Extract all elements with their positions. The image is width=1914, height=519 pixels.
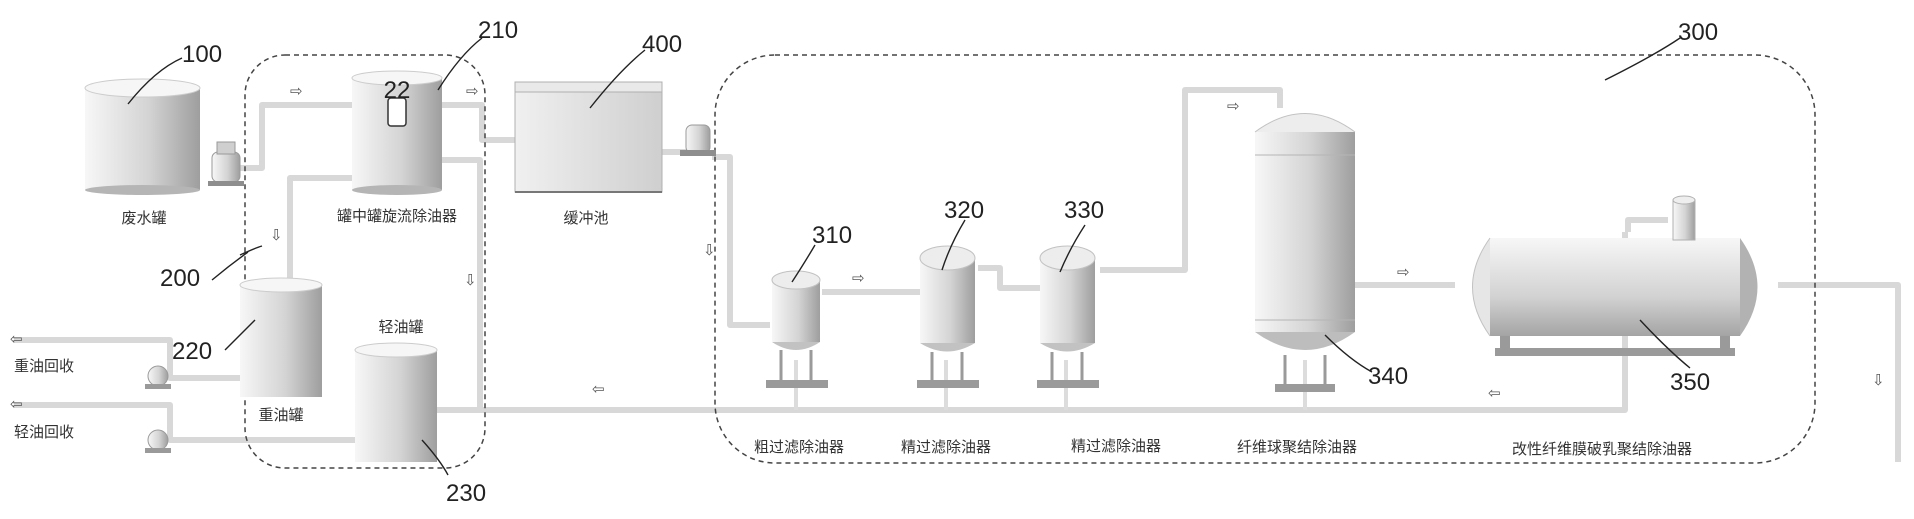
pipe-pump-to-310 xyxy=(712,154,770,328)
pipe-heavy-recovery xyxy=(14,337,240,381)
pipe-350-outlet xyxy=(1778,282,1901,462)
ref-400: 400 xyxy=(642,31,682,58)
pump-icon xyxy=(145,365,171,389)
tank-badge: 22 xyxy=(384,77,411,104)
ref-200: 200 xyxy=(160,265,200,292)
flow-arrow-right: ⇨ xyxy=(1227,97,1240,115)
ref-320: 320 xyxy=(944,197,984,224)
in-tank-cyclone: 22 xyxy=(351,70,443,195)
flow-arrow-left: ⇦ xyxy=(1488,384,1501,402)
system-200-box xyxy=(244,54,486,469)
equipment-labels: 废水罐 罐中罐旋流除油器 缓冲池 重油罐 轻油罐 重油回收 轻油回收 粗过滤除油… xyxy=(14,207,1692,458)
pipe-330-to-340 xyxy=(1100,87,1283,273)
fine-filter-330 xyxy=(1037,245,1099,388)
coarse-filter xyxy=(766,270,828,388)
flow-arrow-left: ⇦ xyxy=(592,380,605,398)
flow-arrow-down: ⇩ xyxy=(464,271,477,289)
ref-300: 300 xyxy=(1678,19,1718,46)
pipe-return-line xyxy=(437,232,1628,413)
leader-lines xyxy=(127,37,1691,476)
light-oil-tank xyxy=(354,342,438,462)
label-light-oil-tank: 轻油罐 xyxy=(378,318,423,336)
reference-numbers: 100 210 400 300 200 220 230 310 320 330 … xyxy=(160,17,1718,507)
flow-arrows: ⇨ ⇨ ⇩ ⇩ ⇩ ⇨ ⇨ ⇨ ⇦ ⇦ ⇩ ⇦ ⇦ xyxy=(10,82,1885,413)
modified-fiber-coalescer xyxy=(1472,195,1758,356)
pump-icon xyxy=(208,141,244,186)
flow-arrow-left: ⇦ xyxy=(10,330,23,348)
label-coarse-filter: 粗过滤除油器 xyxy=(754,438,844,456)
label-fine-filter-320: 精过滤除油器 xyxy=(901,438,991,456)
flow-arrow-right: ⇨ xyxy=(852,269,865,287)
heavy-oil-tank xyxy=(239,277,323,397)
ref-330: 330 xyxy=(1064,197,1104,224)
label-fine-filter-330: 精过滤除油器 xyxy=(1071,437,1161,455)
ref-350: 350 xyxy=(1670,369,1710,396)
ref-310: 310 xyxy=(812,222,852,249)
ref-220: 220 xyxy=(172,338,212,365)
pipe-light-recovery xyxy=(14,402,355,443)
pump-icon xyxy=(680,124,716,156)
label-modified-fiber: 改性纤维膜破乳聚结除油器 xyxy=(1512,440,1692,458)
flow-arrow-down: ⇩ xyxy=(703,241,716,259)
label-waste-tank: 废水罐 xyxy=(121,209,166,227)
pipe-350-vent xyxy=(1625,217,1668,232)
flow-arrow-right: ⇨ xyxy=(466,82,479,100)
flow-arrow-right: ⇨ xyxy=(1397,263,1410,281)
label-buffer-pool: 缓冲池 xyxy=(563,209,608,227)
pipe-100-to-210 xyxy=(240,102,352,171)
flow-arrow-right: ⇨ xyxy=(290,82,303,100)
system-300-box xyxy=(714,54,1816,464)
pipe-210-to-220 xyxy=(287,175,352,285)
label-in-tank-cyclone: 罐中罐旋流除油器 xyxy=(337,207,457,225)
ref-340: 340 xyxy=(1368,363,1408,390)
ref-210: 210 xyxy=(478,17,518,44)
label-heavy-oil-tank: 重油罐 xyxy=(258,406,303,424)
pipe-320-to-330 xyxy=(978,265,1040,291)
flow-arrow-down: ⇩ xyxy=(270,226,283,244)
ref-230: 230 xyxy=(446,480,486,507)
buffer-pool xyxy=(514,81,663,193)
flow-arrow-down: ⇩ xyxy=(1872,371,1885,389)
waste-water-tank xyxy=(84,78,201,195)
ref-100: 100 xyxy=(182,41,222,68)
label-heavy-oil-recovery: 重油回收 xyxy=(14,357,74,375)
label-fiber-ball: 纤维球聚结除油器 xyxy=(1237,438,1357,456)
fine-filter-320 xyxy=(917,245,979,388)
flow-arrow-left: ⇦ xyxy=(10,395,23,413)
label-light-oil-recovery: 轻油回收 xyxy=(14,423,74,441)
pipe-210-to-400 xyxy=(440,102,515,143)
pump-icon xyxy=(145,429,171,453)
fiber-ball-coalescer xyxy=(1254,113,1356,392)
